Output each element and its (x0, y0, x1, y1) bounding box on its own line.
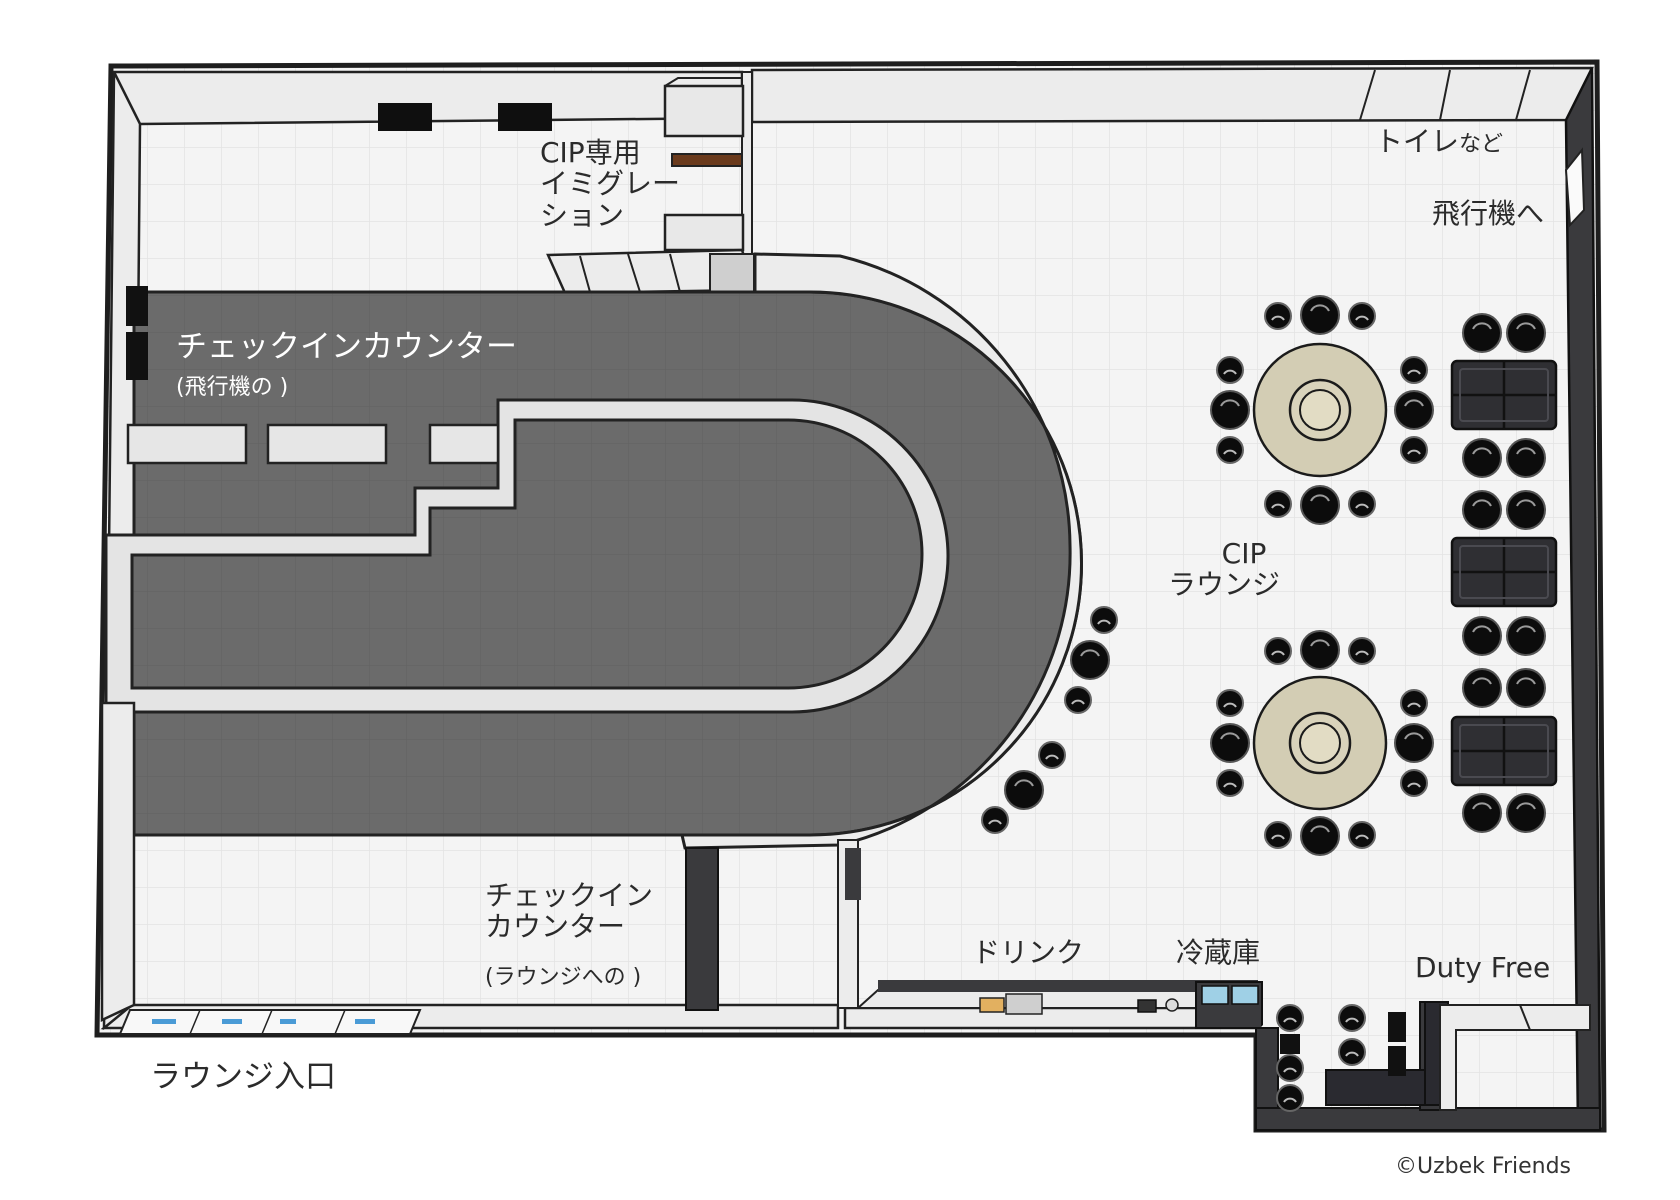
toilet-label: トイレなど (1375, 126, 1503, 158)
cip-immigration-line2: イミグレー (540, 167, 681, 201)
to-plane-label: 飛行機へ (1432, 197, 1545, 230)
cip-immigration-label: CIP専用 イミグレー ション (540, 137, 680, 231)
drink-label: ドリンク (972, 936, 1085, 969)
toilet-label-main: トイレ (1375, 125, 1460, 158)
fridge-icon (1195, 981, 1263, 1029)
checkin-main-sublabel: (飛行機の ) (176, 375, 289, 400)
cip-lounge-line2: ラウンジ (1168, 568, 1281, 602)
checkin-lounge-label: チェックイン カウンター (485, 880, 653, 943)
checkin-lounge-line2: カウンター (485, 910, 626, 944)
drink-counter (855, 980, 1263, 1029)
toilet-label-suffix: など (1459, 132, 1504, 157)
checkin-area (100, 103, 1083, 1022)
cip-immigration-line3: ション (540, 198, 625, 232)
cip-immigration-line1: CIP専用 (540, 136, 641, 169)
checkin-lounge-line1: チェックイン (485, 879, 654, 912)
duty-free-label: Duty Free (1415, 951, 1551, 984)
immigration-booths (546, 77, 757, 295)
checkin-lounge-sublabel: (ラウンジへの ) (485, 965, 642, 990)
copyright-text: ©Uzbek Friends (1395, 1154, 1571, 1179)
sofa-seating (1450, 313, 1558, 833)
fridge-label: 冷蔵庫 (1176, 936, 1261, 969)
cip-lounge-line1: CIP (1221, 537, 1267, 570)
duty-free-area (1255, 1001, 1601, 1131)
checkin-main-label: チェックインカウンター (176, 329, 517, 365)
lounge-entrance-label: ラウンジ入口 (150, 1059, 336, 1095)
cip-lounge-label: CIP ラウンジ (1168, 538, 1280, 601)
lounge-entrance-mat (118, 1009, 422, 1035)
